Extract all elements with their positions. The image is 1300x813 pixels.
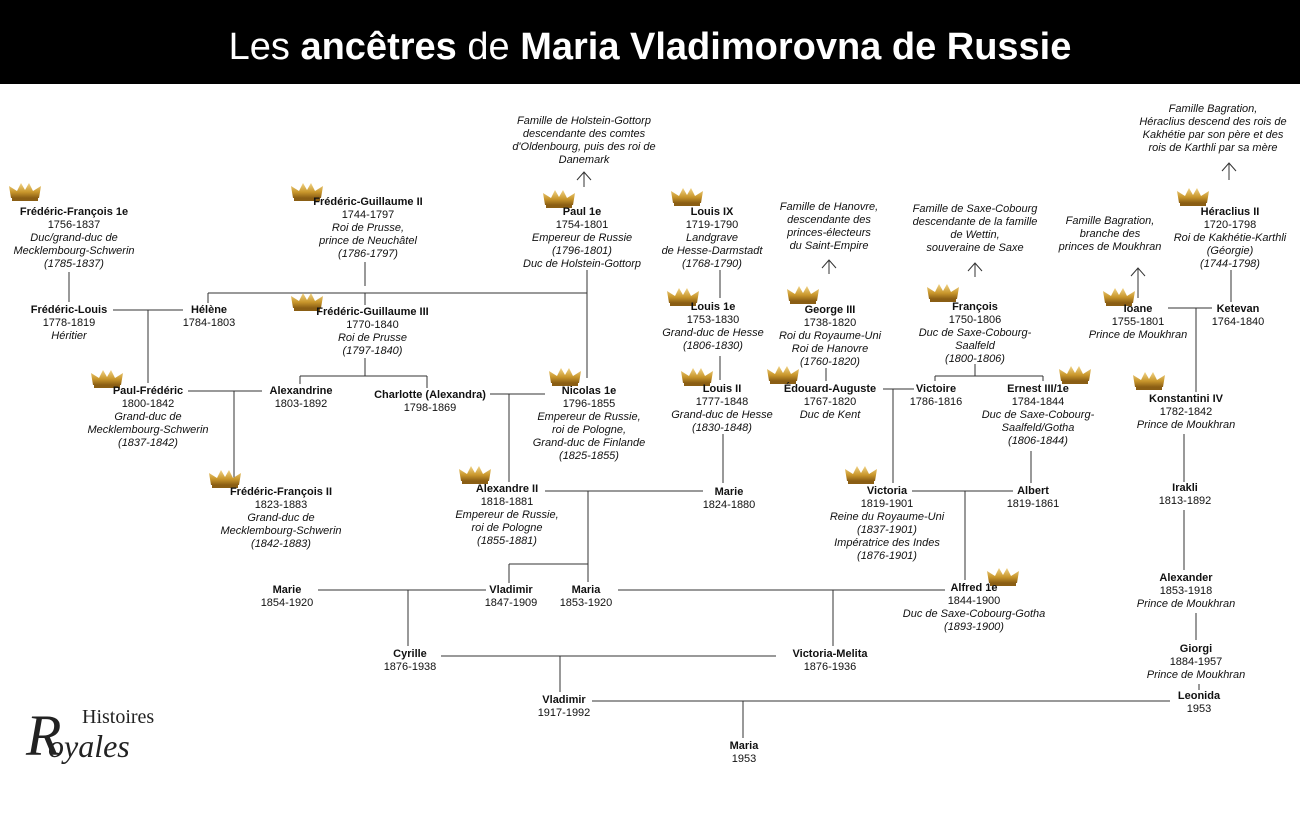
crown-icon [549, 368, 581, 386]
page-title: Les ancêtres de Maria Vladimorovna de Ru… [228, 26, 1072, 68]
crown-icon [1177, 188, 1209, 206]
crown-icon [987, 568, 1019, 586]
title-bar [0, 0, 1300, 84]
histoires-royales-logo: R Histoires oyales [26, 703, 155, 768]
crown-icon [671, 188, 703, 206]
crown-icon [667, 288, 699, 306]
crown-icon [1133, 372, 1165, 390]
crown-icon [787, 286, 819, 304]
note-bagration-heraclius: Famille Bagration,Héraclius descend des … [1139, 103, 1287, 154]
crown-icon [543, 190, 575, 208]
crown-icon [681, 368, 713, 386]
crown-icon [459, 466, 491, 484]
crown-icon [1059, 366, 1091, 384]
crown-icon [291, 183, 323, 201]
crown-icon [845, 466, 877, 484]
crown-icon [927, 284, 959, 302]
crown-icon [9, 183, 41, 201]
crown-icon [1103, 288, 1135, 306]
crown-icon [209, 470, 241, 488]
crown-icon [767, 366, 799, 384]
crown-icon [91, 370, 123, 388]
person-charlotte: Charlotte (Alexandra)1798-1869 [374, 389, 486, 414]
crown-icon [291, 293, 323, 311]
